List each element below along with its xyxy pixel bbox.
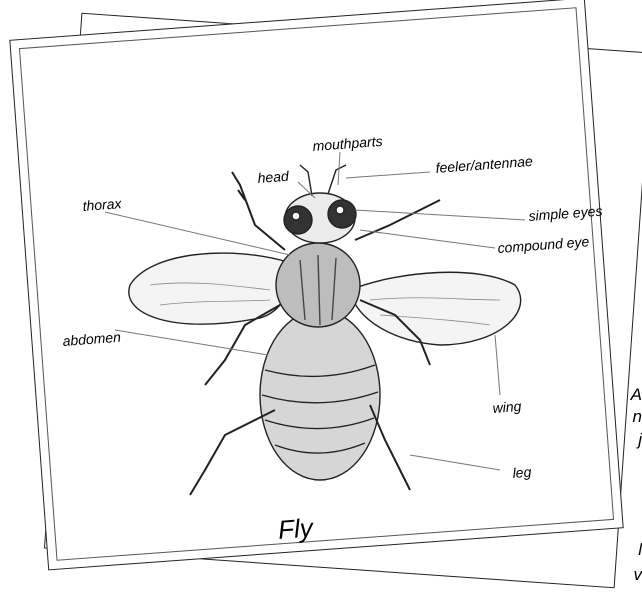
label-thorax: thorax xyxy=(82,195,122,214)
side-text-2: n xyxy=(633,407,642,427)
right-wing xyxy=(350,272,521,345)
leader-simple-eyes xyxy=(355,210,525,220)
side-text-5: v xyxy=(634,565,642,585)
leader-leg xyxy=(410,455,500,470)
abdomen-shape xyxy=(260,310,380,480)
side-text-4: l xyxy=(638,540,642,560)
leader-feeler xyxy=(346,172,430,178)
diagram-title: Fly xyxy=(277,512,314,545)
leader-thorax xyxy=(105,212,290,255)
leader-abdomen xyxy=(115,330,268,355)
side-text-1: A xyxy=(631,385,642,405)
label-wing: wing xyxy=(492,398,522,416)
side-text-3: j xyxy=(638,430,642,450)
label-leg: leg xyxy=(512,464,532,481)
leader-compound-eye xyxy=(360,230,495,248)
label-head: head xyxy=(257,168,289,186)
leader-wing xyxy=(495,335,500,395)
